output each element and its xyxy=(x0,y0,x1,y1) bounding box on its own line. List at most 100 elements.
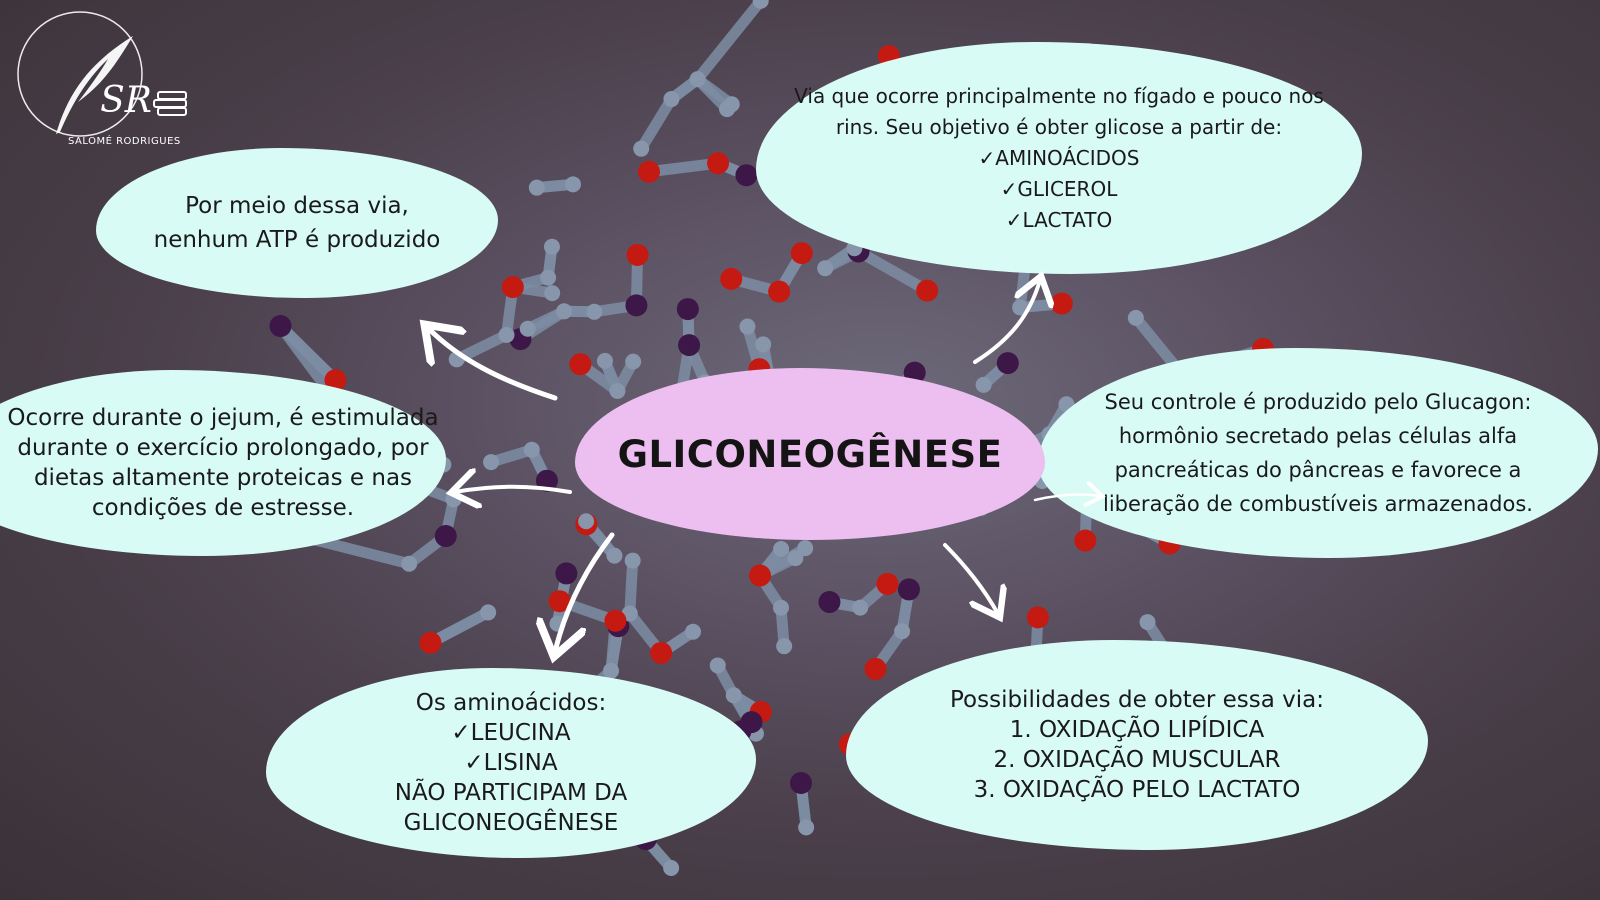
molecule-atom xyxy=(555,562,578,585)
molecule-atom xyxy=(864,657,887,680)
molecule-atom xyxy=(817,260,834,277)
molecule-atom xyxy=(755,336,772,353)
molecule-atom xyxy=(604,609,627,632)
molecule-atom xyxy=(776,638,793,655)
molecule-atom xyxy=(625,294,648,317)
molecule-atom xyxy=(535,469,558,492)
molecule-atom xyxy=(790,771,813,794)
molecule-atom xyxy=(523,441,540,458)
molecule-atom xyxy=(798,819,815,836)
molecule-atom xyxy=(852,599,869,616)
molecule-atom xyxy=(768,280,791,303)
bubble-aminoacids: Os aminoácidos: ✓LEUCINA ✓LISINA NÃO PAR… xyxy=(266,668,756,858)
molecule-atom xyxy=(916,279,939,302)
location-item: ✓AMINOÁCIDOS xyxy=(978,145,1140,170)
molecule-atom xyxy=(725,687,742,704)
molecule-atom xyxy=(663,91,680,108)
control-line: Seu controle é produzido pelo Glucagon: xyxy=(1104,390,1532,414)
molecule-atom xyxy=(480,604,497,621)
molecule-atom xyxy=(543,238,560,255)
molecule-atom xyxy=(740,711,763,734)
molecule-atom xyxy=(519,320,536,337)
molecule-atom xyxy=(548,590,571,613)
possibilities-item: 1. OXIDAÇÃO LIPÍDICA xyxy=(1009,717,1265,743)
molecule-atom xyxy=(650,641,673,664)
molecule-bond xyxy=(643,157,724,178)
molecule-atom xyxy=(787,550,804,567)
molecule-atom xyxy=(709,657,726,674)
molecule-atom xyxy=(749,564,772,587)
molecule-atom xyxy=(1127,309,1144,326)
molecule-atom xyxy=(434,525,457,548)
molecule-atom xyxy=(501,276,524,299)
location-item: ✓GLICEROL xyxy=(1000,176,1118,201)
molecule-atom xyxy=(569,353,592,376)
location-item: ✓LACTATO xyxy=(1005,207,1113,232)
molecule-atom xyxy=(540,269,557,286)
molecule-atom xyxy=(445,491,462,508)
center-title: GLICONEOGÊNESE xyxy=(617,432,1003,476)
molecule-atom xyxy=(797,540,814,557)
molecule-atom xyxy=(596,352,613,369)
aminoacids-item: ✓LISINA xyxy=(464,750,558,776)
logo-caption: SALOMÉ RODRIGUES xyxy=(68,136,181,147)
molecule-atom xyxy=(269,315,292,338)
molecule-atom xyxy=(549,615,566,632)
molecule-atom xyxy=(625,353,642,370)
atp-line: nenhum ATP é produzido xyxy=(153,227,441,253)
molecule-atom xyxy=(689,71,706,88)
possibilities-item: 2. OXIDAÇÃO MUSCULAR xyxy=(993,747,1281,773)
molecule-atom xyxy=(448,351,465,368)
occurrence-line: condições de estresse. xyxy=(91,495,355,521)
quill-icon xyxy=(56,36,133,134)
molecule-atom xyxy=(1012,299,1029,316)
molecule-atom xyxy=(894,623,911,640)
molecule-atom xyxy=(676,298,699,321)
molecule-atom xyxy=(752,0,769,9)
molecule-bond xyxy=(451,329,512,365)
books-icon xyxy=(153,91,187,116)
molecule-atom xyxy=(739,318,756,335)
bubble-possibilities: Possibilidades de obter essa via: 1. OXI… xyxy=(846,640,1428,850)
atp-line: Por meio dessa via, xyxy=(185,193,409,219)
control-line: liberação de combustíveis armazenados. xyxy=(1103,492,1533,516)
occurrence-line: dietas altamente proteicas e nas xyxy=(33,465,413,491)
molecule-atom xyxy=(624,552,641,569)
molecule-atom xyxy=(996,352,1019,375)
control-line: hormônio secretado pelas células alfa xyxy=(1118,424,1518,448)
molecule-atom xyxy=(735,164,758,187)
molecule-atom xyxy=(1026,606,1049,629)
molecule-atom xyxy=(723,96,740,113)
molecule-bond xyxy=(853,245,933,297)
logo-emblem: SR xyxy=(17,11,187,137)
molecule-bond xyxy=(624,555,639,619)
molecule-atom xyxy=(876,572,899,595)
molecule-atom xyxy=(578,513,595,530)
aminoacids-item: ✓LEUCINA xyxy=(451,720,571,746)
molecule-atom xyxy=(720,267,743,290)
logo: SR SALOMÉ RODRIGUES xyxy=(8,4,198,149)
possibilities-item: 3. OXIDAÇÃO PELO LACTATO xyxy=(973,777,1301,803)
molecule-bond xyxy=(692,0,767,85)
molecule-atom xyxy=(663,860,680,877)
occurrence-line: Ocorre durante o jejum, é estimulada xyxy=(7,405,439,431)
molecule-atom xyxy=(586,303,603,320)
molecule-atom xyxy=(773,599,790,616)
molecule-atom xyxy=(897,578,920,601)
aminoacids-line: GLICONEOGÊNESE xyxy=(403,810,619,836)
molecule-atom xyxy=(483,454,500,471)
molecule-atom xyxy=(556,303,573,320)
control-line: pancreáticas do pâncreas e favorece a xyxy=(1114,458,1522,482)
molecule-atom xyxy=(609,383,626,400)
molecule-atom xyxy=(606,547,623,564)
molecule-atom xyxy=(678,334,701,357)
location-line: rins. Seu objetivo é obter glicose a par… xyxy=(835,114,1283,139)
molecule-atom xyxy=(528,179,545,196)
bubble-atp: Por meio dessa via, nenhum ATP é produzi… xyxy=(96,148,498,298)
aminoacids-line: NÃO PARTICIPAM DA xyxy=(394,780,628,806)
molecule-atom xyxy=(603,662,620,679)
bubble-control: Seu controle é produzido pelo Glucagon: … xyxy=(1038,348,1598,558)
molecule-atom xyxy=(975,376,992,393)
molecule-atom xyxy=(544,285,561,302)
molecule-atom xyxy=(790,242,813,265)
